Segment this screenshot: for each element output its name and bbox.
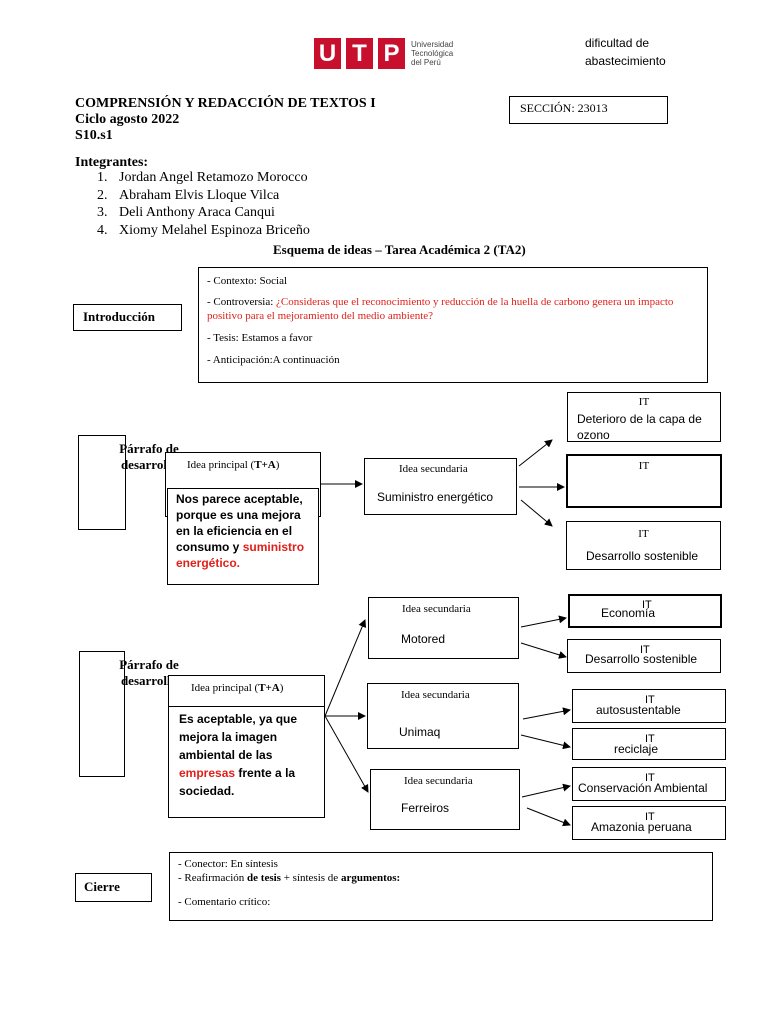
note-line: dificultad de — [585, 36, 650, 50]
p1-it-box: IT Desarrollo sostenible — [566, 521, 721, 570]
intro-label-box: Introducción — [73, 304, 182, 331]
logo-text-line: Tecnológica — [411, 49, 454, 58]
intro-label: Introducción — [83, 309, 155, 324]
top-right-note: dificultad de abastecimiento — [585, 34, 666, 70]
p1-idea-text: Nos parece aceptable, porque es una mejo… — [176, 492, 303, 554]
course-cycle: Ciclo agosto 2022 — [75, 112, 180, 127]
it-label: IT — [645, 694, 655, 706]
p1-secundaria-box: Idea secundaria Suministro energético — [364, 458, 517, 515]
it-text: Economía — [601, 606, 656, 620]
cierre-conector: - Conector: En síntesis — [178, 858, 278, 870]
members-list: 1.Jordan Angel Retamozo Morocco 2.Abraha… — [97, 169, 310, 239]
it-label: IT — [638, 460, 650, 472]
secundaria-label: Idea secundaria — [401, 689, 470, 701]
p2-secundaria-box: Idea secundaria Unimaq — [367, 683, 519, 749]
it-text: reciclaje — [614, 742, 659, 756]
note-line: abastecimiento — [585, 54, 666, 68]
p2-it-box: IT autosustentable — [572, 689, 726, 723]
p2-secundaria-box: Idea secundaria Ferreiros — [370, 769, 520, 830]
it-text: Amazonia peruana — [591, 820, 692, 834]
p2-idea-text: Es aceptable, ya que mejora la imagen am… — [179, 712, 298, 762]
controversia-text: ¿Consideras que el reconocimiento y redu… — [207, 296, 674, 322]
p1-it-box: IT Deterioro de la capa de ozono — [567, 392, 721, 442]
it-label: IT — [645, 811, 655, 823]
controversia-prefix: - Controversia: — [207, 296, 277, 308]
it-text: Deterioro de la capa de ozono — [577, 412, 702, 442]
cierre-label-box: Cierre — [75, 873, 152, 902]
section-text: SECCIÓN: 23013 — [520, 101, 608, 115]
intro-tesis: - Tesis: Estamos a favor — [207, 332, 313, 344]
cierre-content-box: - Conector: En síntesis - Reafirmación d… — [169, 852, 713, 921]
idea-principal-bold: T+A — [254, 459, 276, 471]
secundaria-text: Suministro energético — [377, 490, 494, 504]
secundaria-text: Motored — [401, 632, 446, 646]
p2-label-box — [79, 651, 125, 777]
p2-it-box: IT reciclaje — [572, 728, 726, 760]
p1-label: Párrafo de desarrollo — [119, 441, 179, 472]
course-session: S10.s1 — [75, 128, 113, 143]
p2-label: Párrafo de desarrollo — [119, 657, 179, 688]
intro-anticipacion: - Anticipación:A continuación — [207, 354, 340, 366]
schema-title: Esquema de ideas – Tarea Académica 2 (TA… — [273, 242, 526, 257]
it-label: IT — [638, 528, 649, 540]
secundaria-text: Ferreiros — [401, 801, 450, 815]
cierre-comentario: - Comentario crítico: — [178, 896, 271, 908]
p2-it-box: IT Amazonia peruana — [572, 806, 726, 840]
member-item: 2.Abraham Elvis Lloque Vilca — [97, 187, 280, 203]
cierre-label: Cierre — [84, 879, 120, 894]
cierre-reafirmacion: - Reafirmación de tesis + síntesis de ar… — [178, 872, 401, 884]
secundaria-label: Idea secundaria — [399, 463, 468, 475]
logo-letter-p: P — [378, 38, 405, 69]
logo-text-line: Universidad — [411, 40, 454, 49]
it-text: Desarrollo sostenible — [585, 652, 698, 666]
it-text: Conservación Ambiental — [578, 781, 708, 795]
p1-label-box — [78, 435, 126, 530]
p1-idea-text-red: suministro energético. — [176, 540, 305, 570]
logo-text-line: del Perú — [411, 58, 441, 67]
it-text: Desarrollo sostenible — [586, 549, 699, 563]
p1-idea-text-box: Nos parece aceptable, porque es una mejo… — [167, 488, 319, 585]
p1-it-box: IT — [566, 454, 722, 508]
p2-it-box: IT Desarrollo sostenible — [567, 639, 721, 673]
it-label: IT — [642, 599, 652, 611]
logo-letter-u: U — [314, 38, 341, 69]
secundaria-label: Idea secundaria — [402, 603, 471, 615]
member-item: 3.Deli Anthony Araca Canqui — [97, 205, 275, 220]
course-info: COMPRENSIÓN Y REDACCIÓN DE TEXTOS I Cicl… — [75, 96, 376, 144]
p2-idea-text-box: Es aceptable, ya que mejora la imagen am… — [168, 706, 325, 818]
it-label: IT — [638, 396, 650, 408]
member-item: 1.Jordan Angel Retamozo Morocco — [97, 170, 308, 185]
p2-it-box: IT Conservación Ambiental — [572, 767, 726, 801]
p2-it-box: IT Economía — [568, 594, 722, 628]
idea-principal-label: Idea principal ( — [187, 459, 255, 471]
intro-contexto: - Contexto: Social — [207, 275, 288, 287]
member-item: 4.Xiomy Melahel Espinoza Briceño — [97, 222, 310, 238]
logo-text: Universidad Tecnológica del Perú — [411, 40, 453, 67]
intro-controversia: - Controversia: ¿Consideras que el recon… — [207, 295, 699, 323]
secundaria-text: Unimaq — [399, 725, 441, 739]
section-box: SECCIÓN: 23013 — [509, 96, 668, 124]
it-label: IT — [645, 772, 655, 784]
it-label: IT — [640, 644, 650, 656]
it-text: autosustentable — [596, 703, 681, 717]
p2-secundaria-box: Idea secundaria Motored — [368, 597, 519, 659]
intro-content-box: - Contexto: Social - Controversia: ¿Cons… — [198, 267, 708, 383]
course-title: COMPRENSIÓN Y REDACCIÓN DE TEXTOS I — [75, 96, 376, 111]
members-heading: Integrantes: — [75, 155, 149, 170]
it-label: IT — [645, 733, 655, 745]
logo-letter-t: T — [346, 38, 373, 69]
p2-idea-text-red: empresas — [179, 766, 236, 780]
secundaria-label: Idea secundaria — [404, 775, 473, 787]
